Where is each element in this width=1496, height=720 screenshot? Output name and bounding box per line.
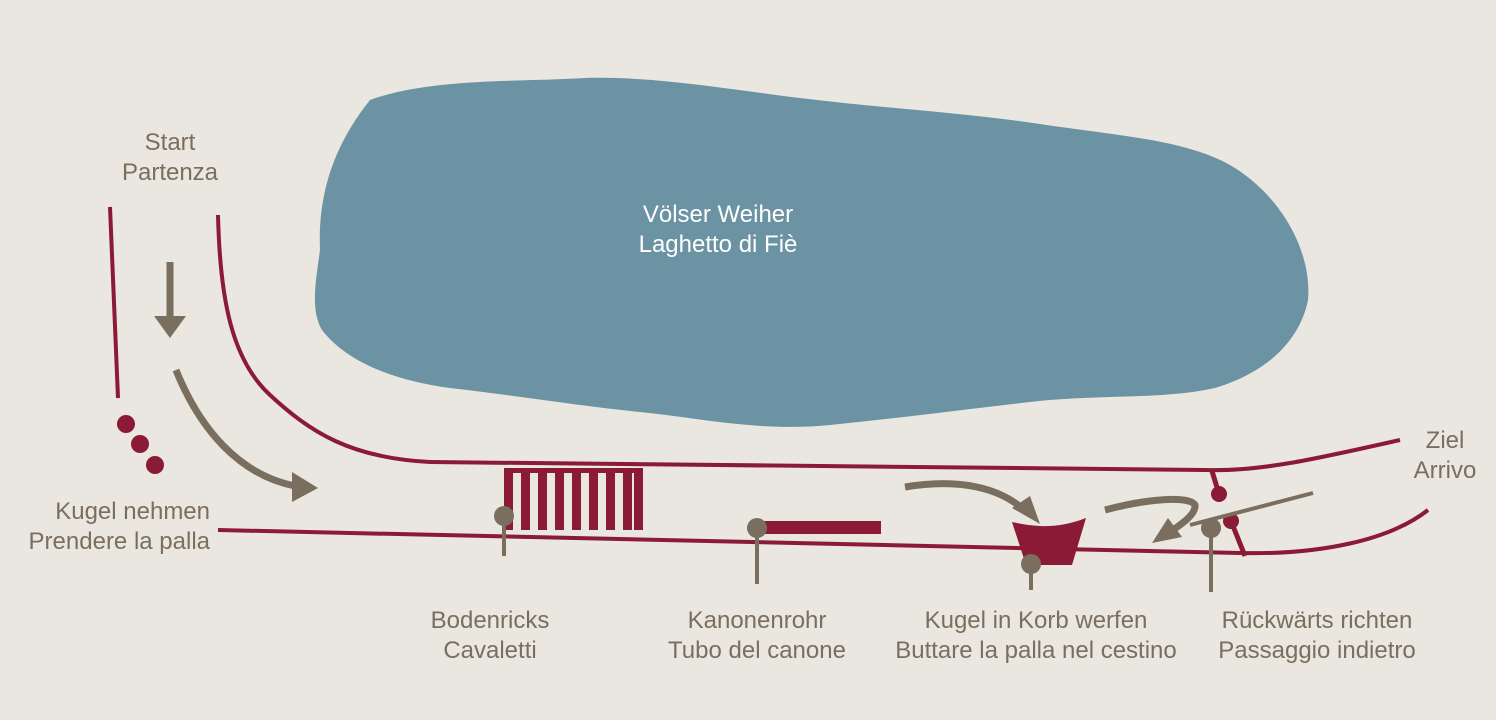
pin-marker-icon (1201, 518, 1221, 592)
lake-shape (314, 77, 1309, 427)
station-label-it: Passaggio indietro (1218, 637, 1416, 664)
finish-label: Ziel Arrivo (1400, 426, 1490, 486)
throw-arrow-icon (904, 480, 1040, 524)
station-label-it: Cavaletti (443, 637, 537, 664)
balls-icon (117, 415, 164, 474)
basket-icon (1012, 518, 1086, 565)
finish-label-it: Arrivo (1413, 457, 1477, 484)
station-label-rein-back: Rückwärts richten Passaggio indietro (1204, 606, 1430, 666)
ground-poles-icon (504, 468, 643, 530)
pickup-label-de: Kugel nehmen (55, 498, 210, 525)
start-label-de: Start (144, 129, 196, 156)
station-label-de: Kugel in Korb werfen (924, 607, 1148, 634)
rein-back-gate-icon (1189, 470, 1314, 557)
lake-label: Völser Weiher Laghetto di Fiè (618, 200, 818, 260)
station-label-de: Kanonenrohr (687, 607, 827, 634)
pin-marker-icon (1021, 554, 1041, 590)
course-bottom-line (217, 508, 1430, 556)
pickup-label: Kugel nehmen Prendere la palla (10, 497, 210, 557)
pin-marker-icon (494, 506, 514, 556)
station-label-it: Buttare la palla nel cestino (895, 637, 1177, 664)
entry-lane-right (216, 214, 431, 464)
back-arrow-icon (1104, 495, 1199, 543)
start-label: Start Partenza (100, 128, 240, 188)
pin-marker-icon (747, 518, 767, 584)
start-label-it: Partenza (121, 159, 219, 186)
station-label-de: Rückwärts richten (1221, 607, 1413, 634)
station-label-ground-poles: Bodenricks Cavaletti (400, 606, 580, 666)
cannon-pipe-icon (760, 521, 881, 534)
pickup-label-it: Prendere la palla (28, 528, 210, 555)
station-label-basket: Kugel in Korb werfen Buttare la palla ne… (880, 606, 1192, 666)
curve-arrow-icon (172, 368, 318, 502)
lake-name-it: Laghetto di Fiè (638, 231, 798, 258)
start-arrow-icon (154, 262, 186, 338)
lake-name-de: Völser Weiher (642, 201, 794, 228)
station-label-it: Tubo del canone (668, 637, 846, 664)
course-top-line (429, 438, 1401, 473)
finish-label-de: Ziel (1425, 427, 1465, 454)
station-label-cannon-pipe: Kanonenrohr Tubo del canone (657, 606, 857, 666)
entry-lane-left (108, 206, 120, 399)
station-label-de: Bodenricks (430, 607, 550, 634)
